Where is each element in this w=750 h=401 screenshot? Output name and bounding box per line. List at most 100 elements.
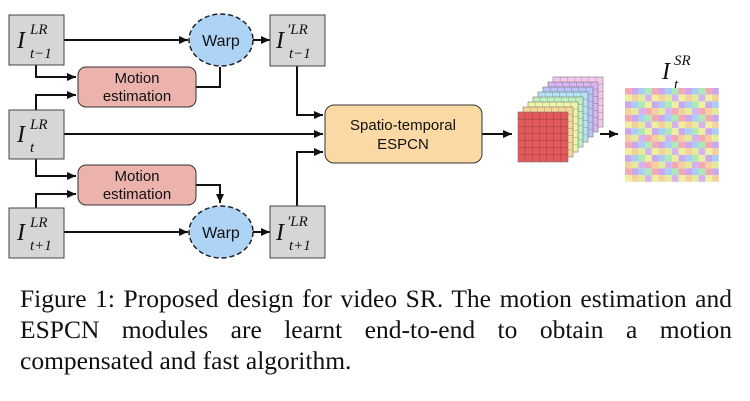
output-pixel: [671, 128, 679, 135]
output-pixel: [705, 175, 713, 182]
output-pixel: [645, 155, 652, 162]
output-pixel: [665, 161, 672, 169]
motion-label-line1: Motion: [114, 168, 159, 185]
warped-frame-prev: I t−1 ′LR: [269, 14, 326, 67]
output-pixel: [645, 128, 652, 135]
arrow-curr-to-motion-top: [35, 91, 76, 110]
output-pixel: [705, 101, 713, 109]
output-pixel: [678, 128, 686, 135]
warp-node-bottom: Warp: [188, 205, 254, 259]
output-pixel: [692, 161, 699, 169]
output-pixel: [645, 148, 652, 155]
output-pixel: [658, 161, 666, 169]
output-pixel: [698, 108, 706, 115]
label-sub: t: [674, 77, 679, 93]
output-pixel: [651, 141, 659, 149]
arrow-warped-next-to-espcn: [296, 148, 323, 206]
motion-label-line1: Motion: [114, 70, 159, 87]
output-pixel: [692, 134, 699, 142]
output-pixel: [712, 141, 719, 149]
output-pixel: [685, 148, 692, 155]
output-pixel: [678, 161, 686, 169]
output-pixel: [685, 88, 692, 95]
output-pixel: [698, 88, 706, 95]
output-pixel: [638, 94, 646, 102]
label-base: I: [16, 122, 26, 148]
output-pixel: [625, 108, 632, 115]
output-pixel: [625, 175, 632, 182]
arrow-motion-bottom-to-warp: [196, 184, 224, 203]
output-pixel: [631, 108, 639, 115]
arrow-prev-to-motion-top: [35, 65, 76, 81]
motion-label-line2: estimation: [103, 186, 171, 203]
output-pixel: [625, 114, 632, 122]
output-pixel: [712, 148, 719, 155]
feature-map-layer: [517, 111, 569, 163]
output-pixel: [645, 141, 652, 149]
output-pixel: [685, 121, 692, 129]
output-pixel: [658, 114, 666, 122]
output-pixel: [678, 175, 686, 182]
espcn-label-line1: Spatio-temporal: [350, 117, 456, 134]
output-pixel: [631, 114, 639, 122]
output-pixel: [685, 128, 692, 135]
output-pixel: [625, 148, 632, 155]
output-pixel: [692, 148, 699, 155]
output-pixel: [705, 161, 713, 169]
output-pixel: [712, 88, 719, 95]
output-pixel: [625, 94, 632, 102]
output-pixel: [631, 134, 639, 142]
output-pixel: [678, 148, 686, 155]
arrow-curr-to-motion-bottom: [35, 159, 76, 180]
output-pixel: [631, 121, 639, 129]
output-pixel: [678, 141, 686, 149]
output-pixel: [685, 101, 692, 109]
arrow-warped-prev-to-espcn: [296, 66, 323, 119]
output-pixel: [705, 134, 713, 142]
output-pixel: [651, 175, 659, 182]
output-pixel: [631, 88, 639, 95]
output-pixel: [665, 94, 672, 102]
output-sr-image: [625, 88, 719, 182]
output-pixel: [685, 168, 692, 176]
output-pixel: [671, 101, 679, 109]
output-pixel: [638, 108, 646, 115]
output-pixel: [692, 101, 699, 109]
label-sub: t: [30, 140, 35, 156]
label-base: I: [16, 220, 26, 246]
output-pixel: [698, 94, 706, 102]
output-pixel: [665, 101, 672, 109]
output-pixel: [698, 155, 706, 162]
output-pixel: [678, 121, 686, 129]
output-pixel: [665, 128, 672, 135]
output-pixel: [665, 88, 672, 95]
label-sup: ′LR: [287, 214, 308, 230]
warp-node-top: Warp: [188, 13, 254, 67]
output-pixel: [625, 121, 632, 129]
output-pixel: [678, 94, 686, 102]
motion-estimation-top: Motion estimation: [77, 66, 197, 108]
output-pixel: [631, 168, 639, 176]
output-pixel: [685, 141, 692, 149]
output-pixel: [645, 108, 652, 115]
output-pixel: [692, 155, 699, 162]
output-pixel: [678, 155, 686, 162]
output-pixel: [631, 141, 639, 149]
output-pixel: [671, 134, 679, 142]
output-pixel: [638, 88, 646, 95]
output-pixel: [638, 141, 646, 149]
connectors: [35, 36, 618, 236]
output-pixel: [645, 134, 652, 142]
output-pixel: [658, 148, 666, 155]
output-pixel: [671, 114, 679, 122]
motion-label-line2: estimation: [103, 88, 171, 105]
output-pixel: [638, 148, 646, 155]
label-sub: t+1: [289, 238, 311, 254]
output-pixel: [638, 161, 646, 169]
output-pixel: [645, 101, 652, 109]
figure-caption: Figure 1: Proposed design for video SR. …: [20, 284, 732, 375]
output-pixel: [645, 161, 652, 169]
output-pixel: [651, 128, 659, 135]
output-pixel: [645, 88, 652, 95]
